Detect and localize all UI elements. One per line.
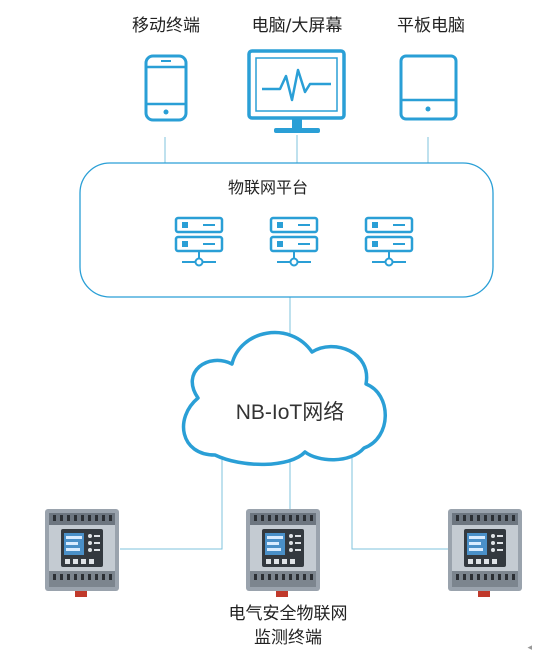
platform-title: 物联网平台 (227, 178, 309, 197)
device-label-monitor: 电脑/大屏幕 (251, 16, 343, 36)
meter-device-icon (45, 509, 119, 597)
device-label-tablet: 平板电脑 (397, 16, 465, 36)
terminal-caption-line2: 监测终端 (254, 628, 322, 648)
terminal-caption: 电气安全物联网 监测终端 (229, 602, 348, 650)
monitor-icon (247, 49, 346, 133)
meter-device-icon (246, 509, 320, 597)
device-label-mobile: 移动终端 (132, 16, 200, 36)
network-label: NB-IoT网络 (235, 401, 345, 424)
meter-device-icon (448, 509, 522, 597)
cloud-icon (181, 330, 387, 467)
mobile-phone-icon (144, 54, 188, 122)
tablet-icon (399, 54, 458, 121)
terminal-caption-line1: 电气安全物联网 (228, 604, 348, 624)
corner-mark: ◂ (527, 643, 532, 653)
connector-lines (120, 135, 448, 550)
